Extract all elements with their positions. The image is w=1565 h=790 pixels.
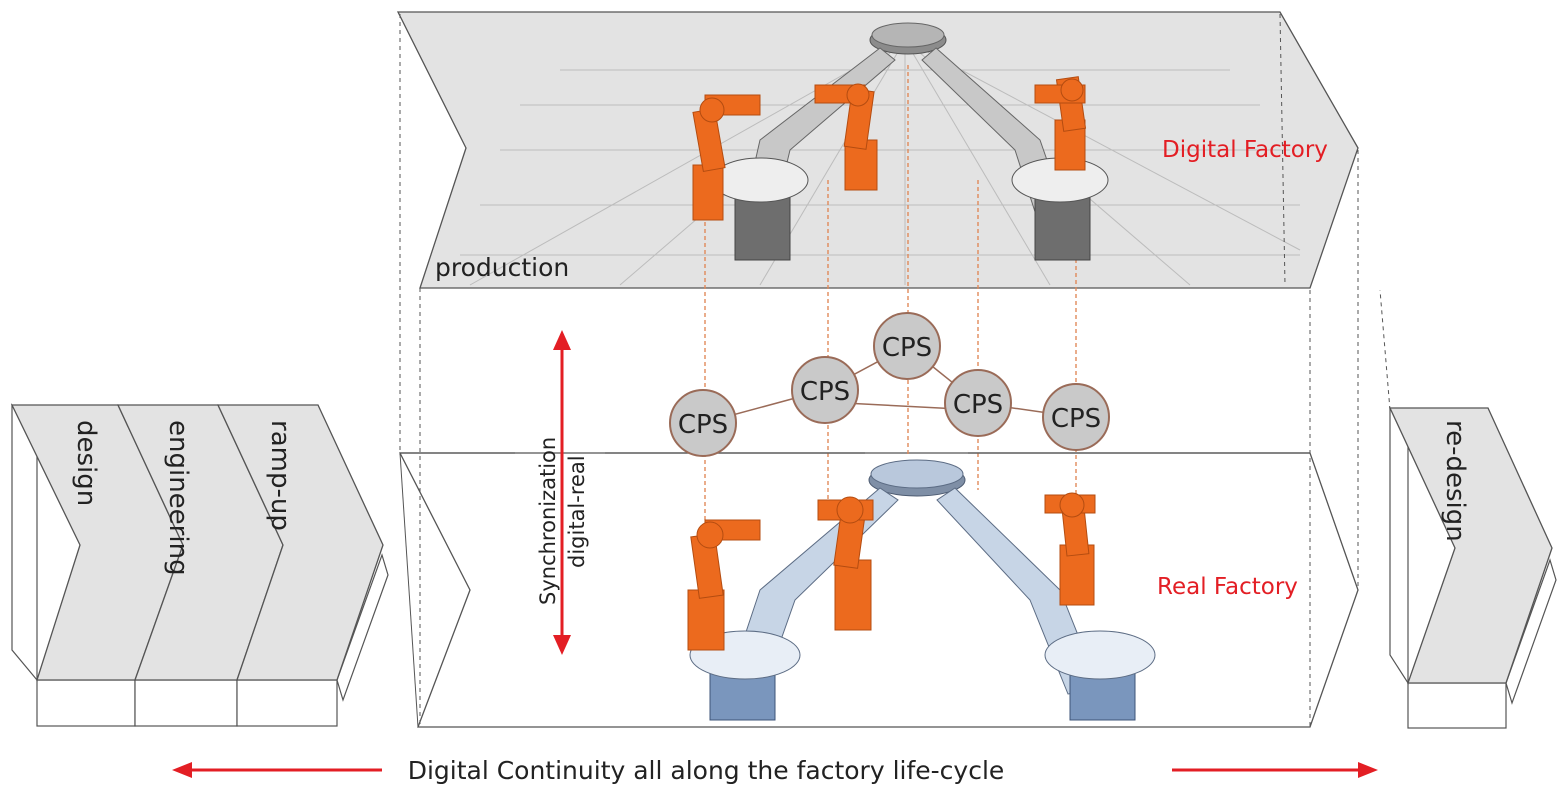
digital-machinery bbox=[692, 22, 1109, 261]
robot-arm-icon bbox=[687, 519, 761, 651]
re-design-side-face bbox=[1389, 405, 1409, 686]
stage-label-engineering: engineering bbox=[163, 420, 193, 576]
sync-label-line1: Synchronization bbox=[536, 437, 560, 605]
cps-label: CPS bbox=[953, 390, 1003, 420]
real-machinery bbox=[687, 459, 1156, 721]
cps-label: CPS bbox=[1051, 404, 1101, 434]
stage-base-engineering bbox=[134, 679, 238, 727]
robot-arm-icon bbox=[814, 83, 878, 191]
cps-node: CPS bbox=[791, 356, 859, 424]
robot-arm-icon bbox=[817, 496, 874, 631]
cps-label: CPS bbox=[678, 410, 728, 440]
twin-link-lines bbox=[704, 65, 1077, 560]
alignment-dashes bbox=[399, 13, 1391, 727]
real-factory-label: Real Factory bbox=[1157, 574, 1298, 600]
production-label: production bbox=[435, 253, 569, 282]
footer-arrow-right bbox=[1172, 762, 1378, 778]
cps-label: CPS bbox=[800, 377, 850, 407]
chevron-re-design bbox=[1388, 407, 1553, 684]
robot-arm-icon bbox=[1034, 76, 1087, 171]
real-panel-left-edge bbox=[399, 452, 419, 728]
robot-arm-icon bbox=[1044, 492, 1096, 606]
cps-node: CPS bbox=[944, 369, 1012, 437]
cps-node: CPS bbox=[873, 312, 941, 380]
sync-label-line2: digital-real bbox=[565, 455, 589, 568]
stage-label-design: design bbox=[71, 420, 101, 506]
footer-label: Digital Continuity all along the factory… bbox=[408, 756, 1005, 785]
stage-base-ramp-up bbox=[236, 679, 338, 727]
chevron-ramp-up bbox=[216, 404, 384, 681]
double-arrow-icon bbox=[553, 330, 571, 655]
robot-arm-icon bbox=[692, 94, 761, 221]
digital-factory-label: Digital Factory bbox=[1162, 137, 1328, 163]
cps-node: CPS bbox=[1042, 383, 1110, 451]
left-stage-chevrons: design engineering ramp-up bbox=[10, 403, 389, 727]
re-design-tip-face bbox=[1505, 558, 1557, 705]
stage-tip-face bbox=[336, 553, 389, 702]
cps-node: CPS bbox=[669, 389, 737, 457]
stage-label-re-design: re-design bbox=[1440, 420, 1470, 542]
footer-arrow-left bbox=[172, 762, 382, 778]
stage-base-re-design bbox=[1407, 682, 1507, 729]
stage-base-design bbox=[36, 679, 136, 727]
right-stage-chevron: re-design bbox=[1388, 405, 1557, 729]
stage-label-ramp-up: ramp-up bbox=[265, 420, 295, 531]
cps-label: CPS bbox=[882, 333, 932, 363]
cps-network: CPS CPS CPS CPS CPS bbox=[669, 312, 1110, 457]
